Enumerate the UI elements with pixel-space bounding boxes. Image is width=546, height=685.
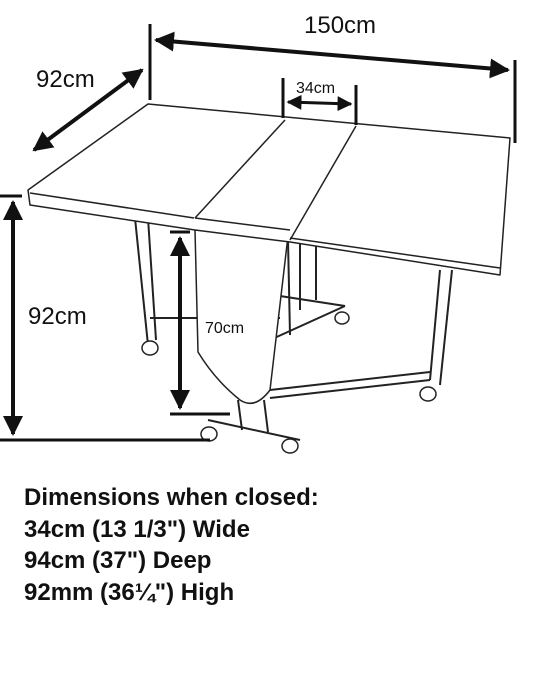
leaf-seam-left — [194, 119, 286, 219]
depth-dimension-arrow — [32, 68, 144, 152]
leaf-dimension-arrow — [286, 94, 353, 112]
height-label: 92cm — [28, 303, 87, 330]
leaf-label: 34cm — [296, 80, 335, 97]
caption-title: Dimensions when closed: — [24, 484, 319, 511]
table-top — [27, 103, 511, 276]
drop-leaf — [194, 229, 289, 405]
caption-line-width: 34cm (13 1/3") Wide — [24, 515, 250, 543]
table-diagram: 150cm 92cm 34cm 92cm 70cm — [0, 12, 517, 454]
closed-dimensions-caption: Dimensions when closed: 34cm (13 1/3") W… — [24, 482, 534, 608]
dimension-lines — [0, 24, 517, 442]
drop-label: 70cm — [205, 320, 244, 337]
leaf-seam-right — [289, 125, 357, 241]
depth-label: 92cm — [36, 66, 95, 93]
width-label: 150cm — [304, 12, 376, 39]
caption-line-depth: 94cm (37") Deep — [24, 547, 212, 574]
folding-table-drawing — [27, 103, 511, 454]
width-dimension-arrow — [154, 31, 510, 79]
caster-wheels — [141, 311, 437, 454]
caption-line-height: 92mm (36¼") High — [24, 578, 235, 606]
